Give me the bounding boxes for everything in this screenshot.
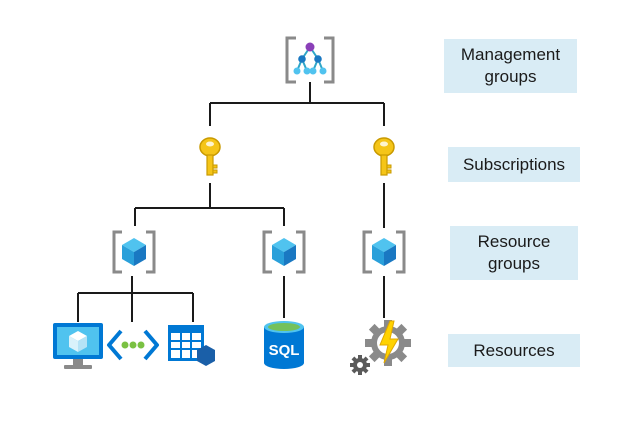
- label-resource-groups-text: Resource groups: [477, 232, 551, 273]
- resource-group-icon: [362, 230, 406, 274]
- function-app-icon: [350, 320, 411, 375]
- management-group-icon: [285, 36, 335, 84]
- virtual-machine-icon: [53, 323, 103, 369]
- label-management-groups-text: Management groups: [460, 45, 561, 86]
- sql-database-icon: SQL: [264, 321, 304, 369]
- storage-table-icon: [168, 325, 215, 366]
- resource-group-icon: [112, 230, 156, 274]
- label-resources: Resources: [448, 334, 580, 367]
- subscription-key-icon: [373, 137, 395, 176]
- label-subscriptions: Subscriptions: [448, 147, 580, 182]
- connector-lines: [77, 82, 385, 322]
- label-resources-text: Resources: [473, 340, 555, 360]
- resource-group-icon: [262, 230, 306, 274]
- sql-label: SQL: [269, 342, 300, 359]
- label-management-groups: Management groups: [444, 39, 577, 93]
- subscription-key-icon: [199, 137, 221, 176]
- label-subscriptions-text: Subscriptions: [462, 154, 566, 174]
- label-resource-groups: Resource groups: [450, 226, 578, 280]
- virtual-network-icon: [107, 329, 159, 361]
